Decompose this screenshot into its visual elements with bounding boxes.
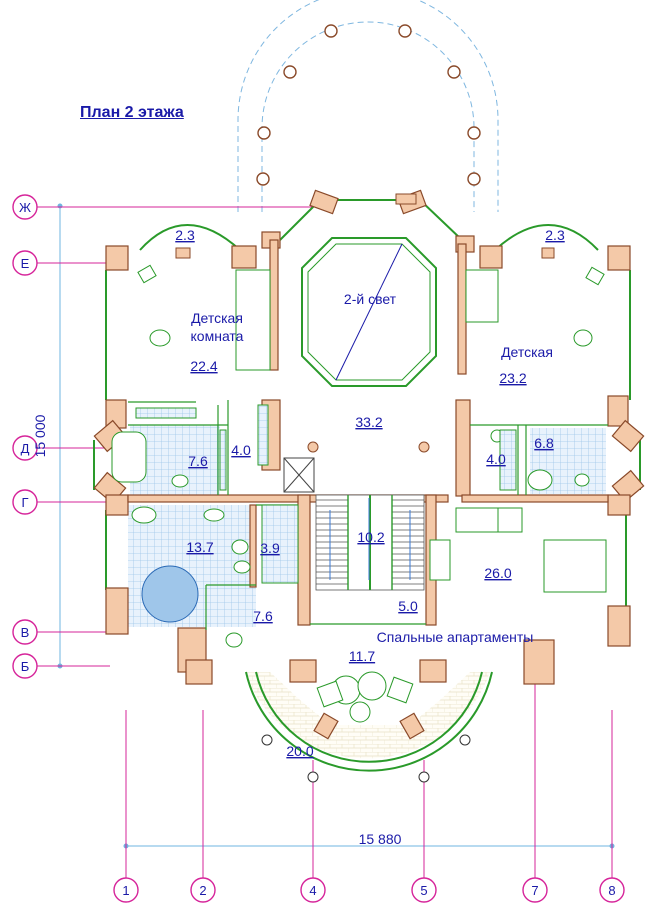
room-area: 33.2: [355, 414, 382, 430]
room-area: 2.3: [175, 227, 195, 243]
walls: [93, 189, 645, 740]
elevator-shaft: [283, 457, 315, 493]
axis-number-bubble: 8: [599, 877, 625, 903]
axis-letter-bubble: Е: [12, 250, 38, 276]
room-area: 2.3: [545, 227, 565, 243]
partitions: [128, 400, 608, 630]
axis-number-bubble: 2: [190, 877, 216, 903]
svg-text:Ж: Ж: [19, 200, 31, 215]
svg-text:Б: Б: [21, 659, 30, 674]
terrace-columns: [261, 734, 471, 783]
svg-text:4: 4: [309, 883, 316, 898]
room-area: 13.7: [186, 539, 213, 555]
glazing: [93, 199, 641, 772]
room-area: 10.2: [357, 529, 384, 545]
plan-title: План 2 этажа: [80, 104, 184, 121]
double-height-void: [301, 237, 437, 387]
axis-number-bubble: 1: [113, 877, 139, 903]
room-name: Детская: [191, 310, 243, 326]
room-area: 7.6: [253, 608, 273, 624]
room-name: Спальные апартаменты: [377, 629, 534, 645]
room-name: комната: [191, 328, 244, 344]
svg-text:Е: Е: [21, 256, 30, 271]
room-area: 22.4: [190, 358, 217, 374]
axis-letter-bubble: В: [12, 619, 38, 645]
axis-number-bubble: 5: [411, 877, 437, 903]
svg-text:Д: Д: [21, 441, 30, 456]
svg-text:Г: Г: [21, 495, 28, 510]
svg-text:2: 2: [199, 883, 206, 898]
room-area: 11.7: [349, 648, 375, 664]
room-area: 20.0: [286, 743, 313, 759]
room-area: 4.0: [231, 442, 251, 458]
lower-balcony-columns: [256, 24, 481, 186]
svg-text:5: 5: [420, 883, 427, 898]
number-axis-bubbles: 1 2 4 5 7 8: [113, 877, 625, 903]
axis-letter-bubble: Ж: [12, 194, 38, 220]
room-name: 2-й свет: [344, 291, 397, 307]
room-area: 26.0: [484, 565, 511, 581]
axis-letter-bubble: Д: [12, 435, 38, 461]
room-name: Детская: [501, 344, 553, 360]
room-area: 6.8: [534, 435, 554, 451]
staircase: [315, 494, 425, 591]
hall-columns: [307, 441, 430, 453]
svg-text:7: 7: [531, 883, 538, 898]
lower-balcony-outline: [237, 0, 499, 212]
svg-text:8: 8: [608, 883, 615, 898]
svg-text:В: В: [21, 625, 30, 640]
room-area: 3.9: [260, 540, 280, 556]
room-area: 5.0: [398, 598, 418, 614]
room-area: 23.2: [499, 370, 526, 386]
room-area: 4.0: [486, 451, 506, 467]
axis-letter-bubble: Г: [12, 489, 38, 515]
axis-number-bubble: 4: [300, 877, 326, 903]
furniture: [111, 193, 607, 723]
svg-text:1: 1: [122, 883, 129, 898]
width-dimension-label: 15 880: [359, 831, 402, 847]
axis-letter-bubble: Б: [12, 653, 38, 679]
room-area: 7.6: [188, 453, 208, 469]
height-dimension-label: 15 000: [32, 414, 48, 457]
letter-axis-bubbles: Ж Е Д Г В Б: [12, 194, 38, 679]
axis-number-bubble: 7: [522, 877, 548, 903]
